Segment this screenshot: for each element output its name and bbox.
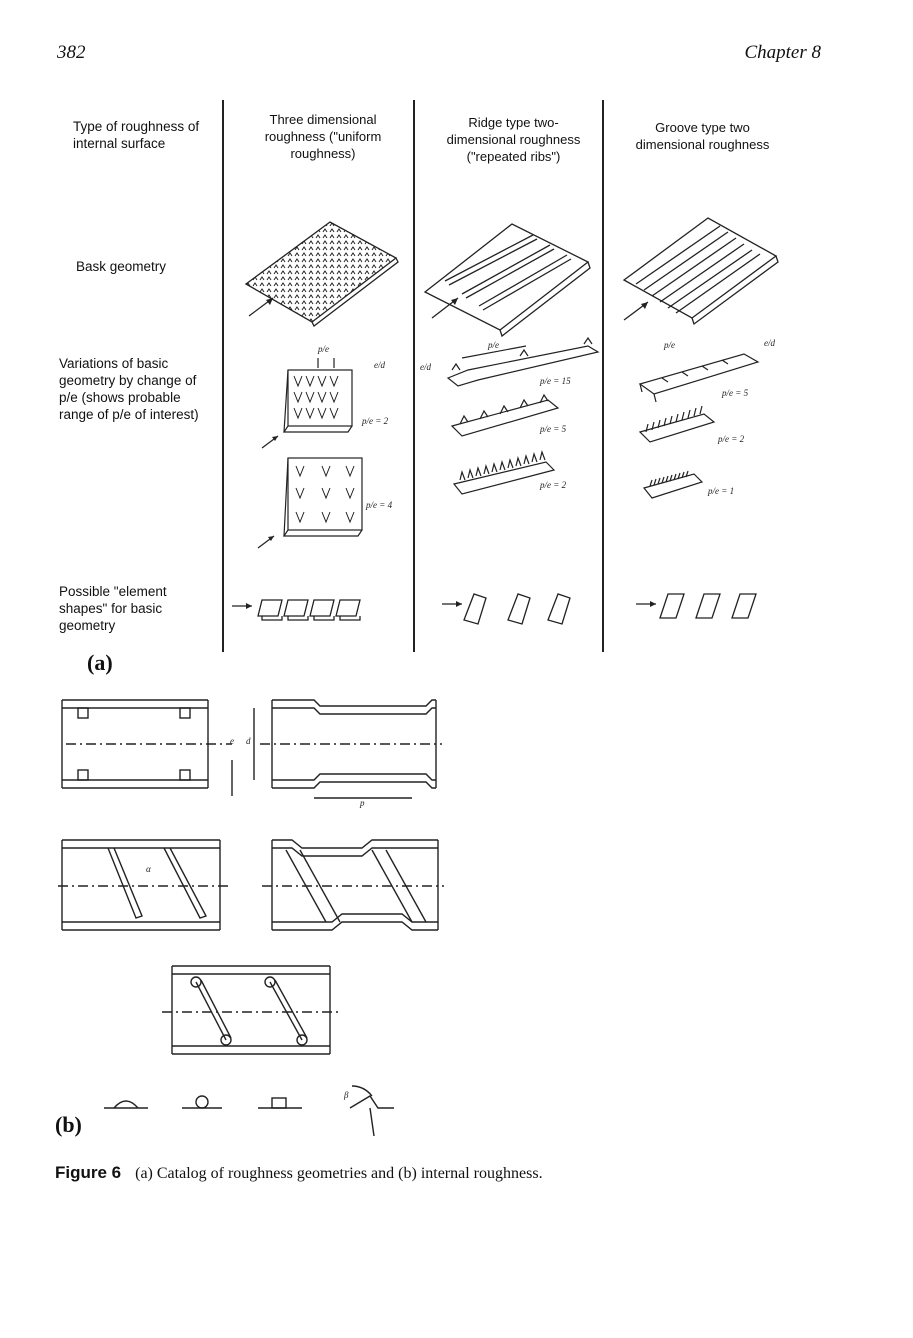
column-header-groove: Groove type two dimensional roughness (635, 120, 770, 152)
variation-3d-pe4-icon (257, 457, 363, 549)
label-e: e (230, 736, 234, 746)
row-label-basic-geometry: Bask geometry (76, 259, 167, 274)
plate-grooves-icon (622, 217, 779, 326)
svg-text:p/e = 5: p/e = 5 (721, 388, 749, 398)
svg-text:p/e = 2: p/e = 2 (539, 480, 567, 490)
svg-text:p/e = 5: p/e = 5 (539, 424, 567, 434)
variation-ribs-pe5-icon (450, 393, 560, 437)
svg-text:e/d: e/d (374, 360, 385, 370)
row-label-element-shapes: Possible "element shapes" for basic geom… (59, 584, 167, 633)
caption-text: (a) Catalog of roughness geometries and … (135, 1165, 543, 1182)
svg-text:p/e: p/e (487, 340, 499, 350)
column-header-3d: Three dimensional roughness ("uniform ro… (264, 112, 382, 161)
table-divider-1 (222, 100, 224, 652)
svg-text:e/d: e/d (420, 362, 431, 372)
tube-rib-profile-diagram (253, 699, 442, 799)
table-divider-3 (602, 100, 604, 652)
svg-text:p/e = 2: p/e = 2 (361, 416, 389, 426)
svg-text:p/e: p/e (317, 344, 329, 354)
rib-profile-shapes (104, 1085, 394, 1137)
column-header-ridge: Ridge type two-dimensional roughness ("r… (446, 115, 581, 164)
svg-text:p/e = 1: p/e = 1 (707, 486, 734, 496)
tube-square-ribs-diagram (61, 699, 233, 796)
chapter-label: Chapter 8 (744, 42, 821, 63)
plate-repeated-ribs-icon (423, 223, 591, 338)
svg-text:p/e: p/e (663, 340, 675, 350)
column-header-type: Type of roughness of internal surface (73, 119, 200, 151)
svg-text:e/d: e/d (764, 338, 775, 348)
svg-text:p/e = 4: p/e = 4 (365, 500, 393, 510)
element-shapes-ribs-icon (442, 593, 571, 625)
variation-ribs-pe2-icon (452, 449, 556, 495)
element-shapes-grooves-icon (636, 593, 757, 619)
part-label-a: (a) (87, 650, 113, 675)
part-label-b: (b) (55, 1112, 82, 1137)
variation-ribs-pe15-icon (446, 336, 600, 387)
label-d: d (246, 736, 251, 746)
page-number: 382 (57, 42, 86, 63)
variation-grooves-pe2-icon (638, 405, 716, 443)
element-shapes-3d-icon (232, 599, 361, 621)
caption-title: Figure 6 (55, 1163, 122, 1182)
variation-grooves-pe5-icon (638, 353, 760, 403)
variation-grooves-pe1-icon (642, 470, 704, 499)
tube-helical-ribs-diagram (58, 839, 228, 931)
variation-3d-pe2-icon (261, 358, 353, 449)
plate-3d-roughness-icon (244, 221, 399, 327)
label-p: p (359, 798, 365, 808)
svg-text:p/e = 2: p/e = 2 (717, 434, 745, 444)
row-label-variations: Variations of basic geometry by change o… (59, 356, 199, 422)
tube-helical-profile-diagram (262, 839, 444, 931)
figure-caption: Figure 6 (a) Catalog of roughness geomet… (55, 1163, 543, 1183)
svg-text:p/e = 15: p/e = 15 (539, 376, 571, 386)
label-beta: β (343, 1090, 349, 1100)
label-alpha: α (146, 864, 151, 874)
tube-wire-helix-diagram (162, 965, 338, 1055)
table-divider-2 (413, 100, 415, 652)
